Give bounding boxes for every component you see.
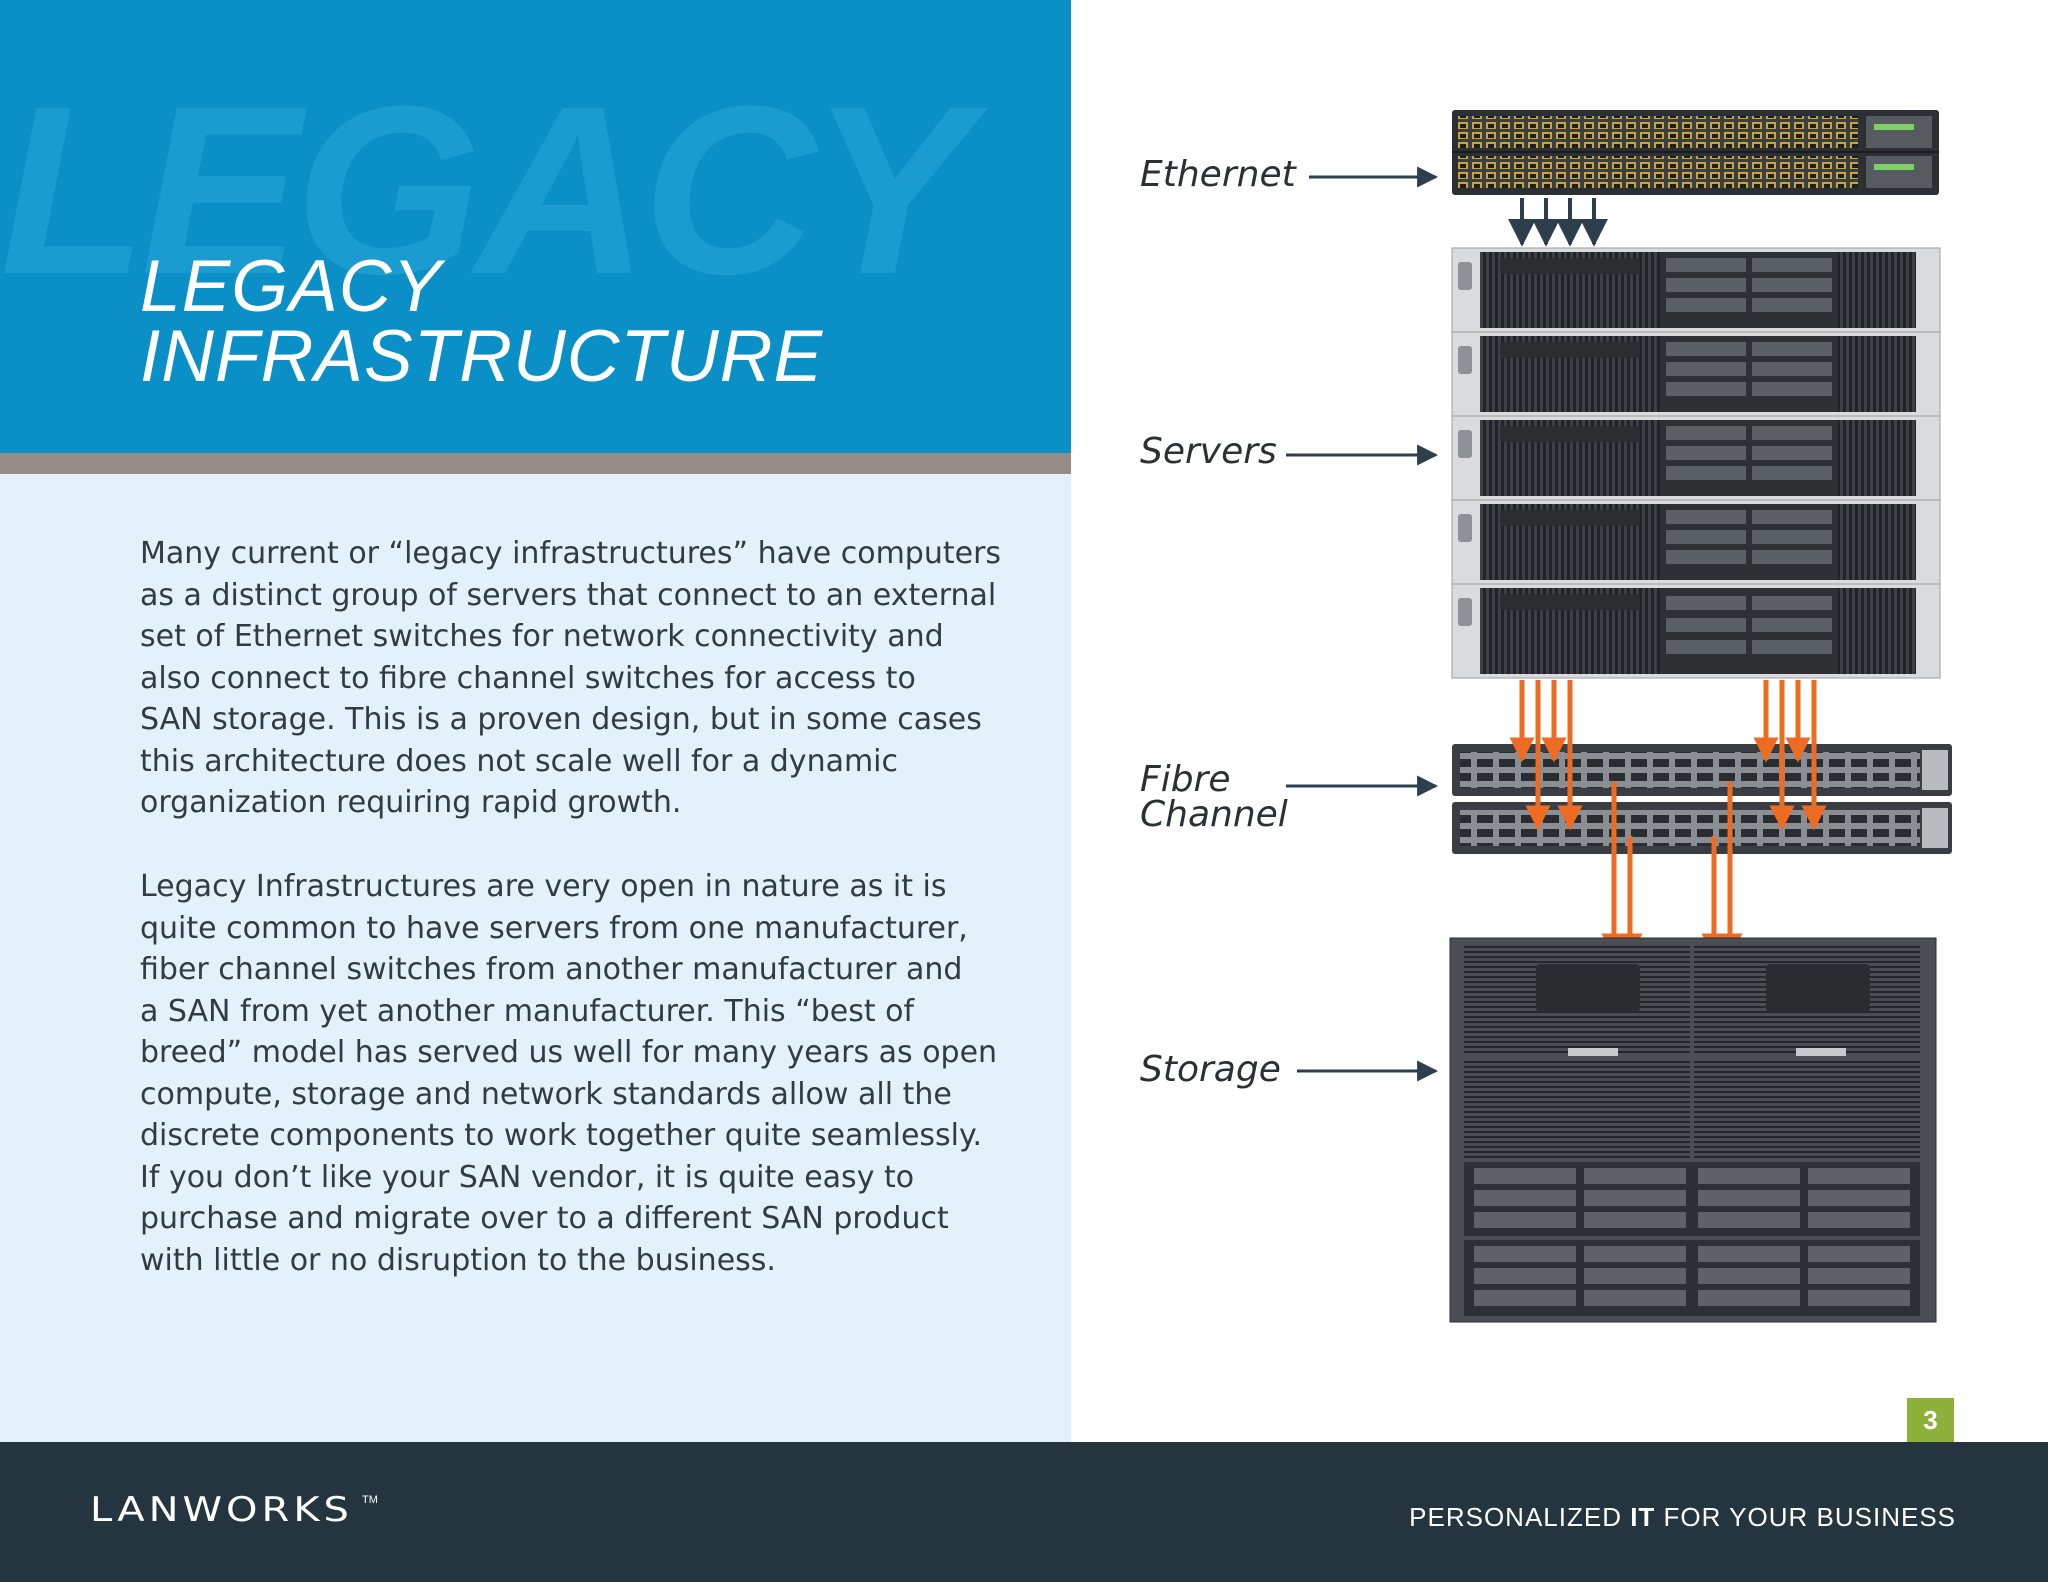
page-title: LEGACY INFRASTRUCTURE — [140, 246, 824, 397]
page-title-line-1: LEGACY — [140, 246, 443, 327]
text-panel — [0, 474, 1071, 1442]
server-4 — [1451, 499, 1941, 585]
tagline-it: IT — [1630, 1502, 1656, 1532]
infrastructure-diagram — [1286, 110, 1952, 1323]
label-storage: Storage — [1140, 1049, 1281, 1090]
server-to-fibre-arrows — [1509, 680, 1827, 831]
body-paragraph-2: Legacy Infrastructures are very open in … — [140, 869, 998, 1278]
server-1 — [1451, 247, 1941, 333]
server-3 — [1451, 415, 1941, 501]
ethernet-to-server-arrows — [1508, 198, 1608, 247]
divider-band — [0, 453, 1071, 474]
page-number-badge: 3 — [1907, 1398, 1954, 1442]
lanworks-logo: LANWORKS — [90, 1490, 353, 1530]
label-ethernet: Ethernet — [1140, 154, 1296, 195]
page-title-line-2: INFRASTRUCTURE — [140, 316, 824, 397]
label-servers: Servers — [1140, 431, 1277, 472]
footer-bar — [0, 1442, 2048, 1582]
hero-watermark: LEGACY — [0, 56, 970, 324]
fibre-channel-switch-stack — [1452, 744, 1952, 854]
footer-tagline: PERSONALIZED IT FOR YOUR BUSINESS — [1409, 1502, 1956, 1533]
body-paragraph-1: Many current or “legacy infrastructures”… — [140, 536, 1002, 820]
label-channel: Channel — [1140, 794, 1288, 835]
server-2 — [1451, 331, 1941, 417]
storage-array — [1449, 937, 1937, 1323]
fibre-to-storage-arrows — [1601, 782, 1743, 959]
tagline-part-2: FOR YOUR BUSINESS — [1655, 1502, 1956, 1532]
server-5 — [1451, 583, 1941, 679]
ethernet-switch-stack — [1452, 110, 1939, 195]
hero-banner: LEGACY LEGACY INFRASTRUCTURE — [0, 0, 1071, 453]
logo-trademark: TM — [362, 1494, 378, 1506]
server-rack — [1451, 247, 1941, 679]
label-fibre: Fibre — [1140, 759, 1231, 800]
tagline-part-1: PERSONALIZED — [1409, 1502, 1631, 1532]
